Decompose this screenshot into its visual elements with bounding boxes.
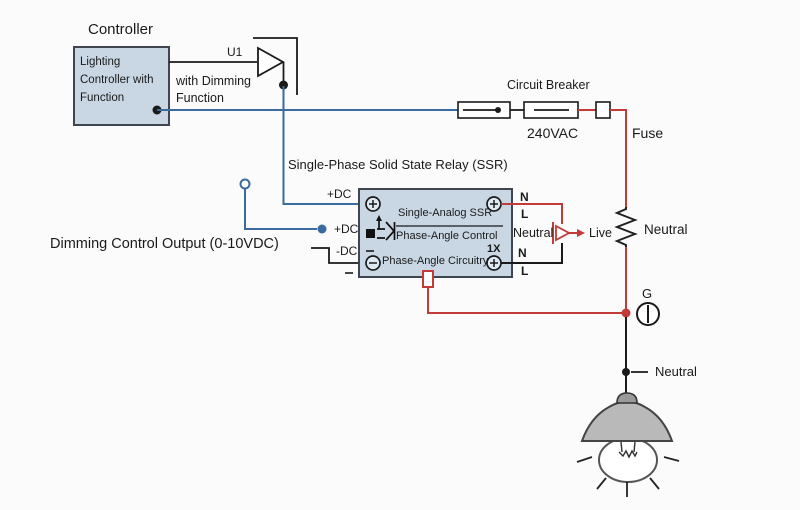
dimming-plus-wire	[244, 188, 317, 230]
multiplier-label: 1X	[487, 243, 501, 255]
terminal-plus-top-left-icon	[365, 196, 381, 212]
controller-line-3: Function	[80, 92, 125, 104]
n-bottom-label: N	[518, 246, 527, 260]
ssr-box	[345, 188, 513, 288]
lamp-icon	[576, 392, 680, 497]
l-top-label: L	[521, 207, 529, 221]
plus-dc-top-label: +DC	[327, 187, 352, 201]
ssr-out-top-wire	[501, 203, 563, 224]
minus-dc-label: -DC	[336, 244, 358, 258]
resistor-icon	[614, 207, 638, 247]
light-rays-icon	[576, 456, 680, 497]
controller-line-1: Lighting	[80, 56, 121, 68]
controller-line-2: Controller with	[80, 74, 154, 86]
ssr-inner-subtitle: Phase-Angle Control	[396, 230, 498, 242]
circuit-breaker-label: Circuit Breaker	[507, 78, 590, 92]
ground-icon	[636, 302, 660, 326]
lamp-cap-icon	[616, 392, 638, 404]
bracket-wire	[253, 37, 298, 95]
blue-wires	[157, 86, 458, 230]
live-label: Live	[589, 226, 612, 240]
circuit-breaker-icon	[457, 101, 579, 119]
l-bottom-label: L	[521, 264, 529, 278]
dimming-note-line-2: Function	[176, 91, 224, 105]
dimming-output-label: Dimming Control Output (0-10VDC)	[50, 236, 279, 252]
live-wire-down	[610, 109, 627, 207]
n-top-label: N	[520, 190, 529, 204]
neutral-dot	[622, 368, 630, 376]
ssr-title: Single-Phase Solid State Relay (SSR)	[288, 157, 508, 172]
ssr-inner-title: Single-Analog SSR	[398, 207, 493, 219]
dimming-note-line-1: with Dimming	[176, 74, 252, 88]
dc-minus-wire	[311, 247, 366, 264]
optocoupler-icon	[366, 215, 396, 241]
u1-ref-label: U1	[227, 45, 243, 59]
terminal-minus-bottom-left-icon	[365, 255, 381, 271]
plus-dc-mid-label: +DC	[334, 222, 359, 236]
plus-dc-dot	[317, 224, 327, 234]
u1-buffer-icon	[169, 37, 298, 95]
open-terminal-icon	[239, 178, 251, 190]
ssr-neutral-label: Neutral	[513, 226, 554, 240]
ground-label: G	[642, 286, 653, 301]
bulb-screw-icon	[618, 449, 638, 459]
terminal-plus-top-right-icon	[486, 196, 502, 212]
fuse-icon	[595, 101, 611, 119]
red-junction-dot	[621, 308, 631, 318]
diode-live-icon	[552, 222, 585, 244]
junction-dot	[279, 80, 288, 90]
fuse-label: Fuse	[632, 125, 664, 141]
ssr-inner-bottom: Phase-Angle Circuitry	[382, 255, 489, 267]
gate-component-icon	[422, 270, 434, 288]
lamp-neutral-label: Neutral	[655, 364, 697, 379]
dc-plus-wire	[282, 86, 366, 205]
controller-box	[73, 46, 170, 126]
ssr-out-bottom-wire	[501, 243, 563, 264]
voltage-label: 240VAC	[527, 125, 579, 141]
terminal-plus-bottom-right-icon	[486, 255, 502, 271]
lamp-shade-icon	[580, 400, 674, 442]
gate-wire	[427, 287, 623, 314]
controller-title: Controller	[88, 21, 154, 38]
resistor-neutral-label: Neutral	[644, 222, 688, 237]
bulb-icon	[598, 437, 658, 483]
